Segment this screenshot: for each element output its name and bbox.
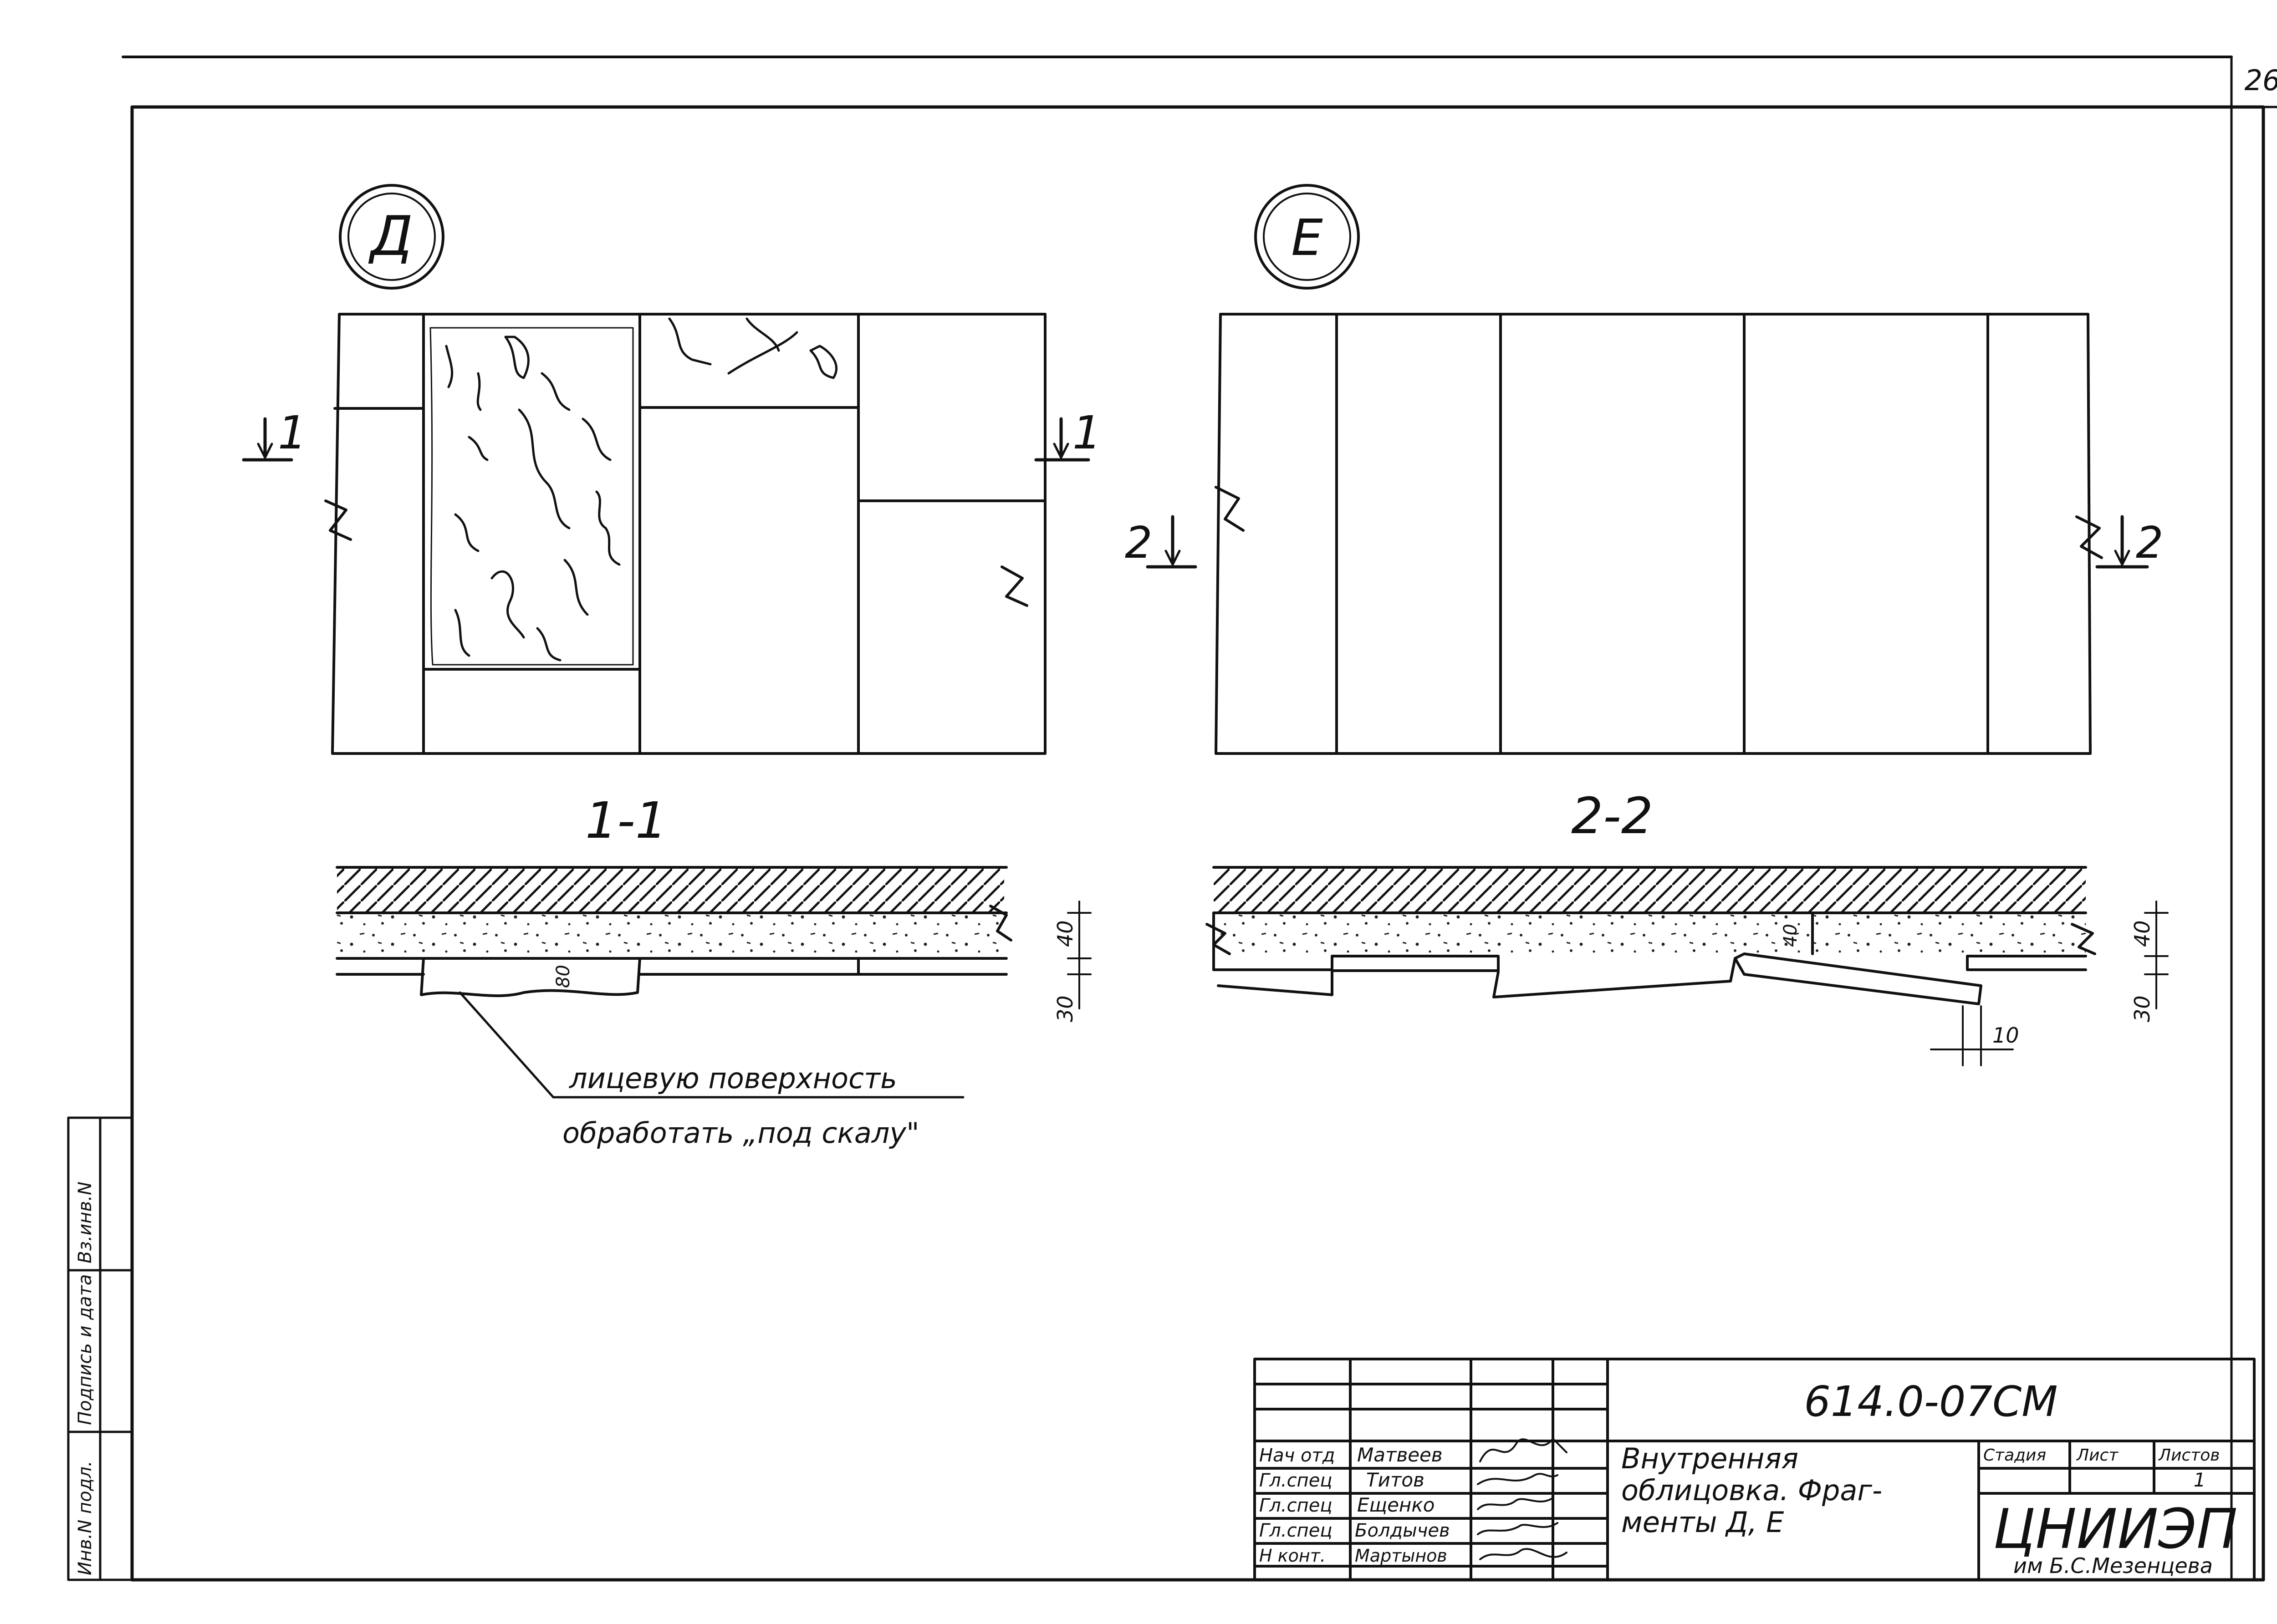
tb-name-1: Титов <box>1366 1469 1424 1491</box>
stamp-replaced: Вз.инв.N <box>75 1181 96 1263</box>
drawing-title-line3: менты Д, Е <box>1621 1506 1784 1539</box>
section-2-label-right: 2 <box>2136 518 2163 568</box>
tb-sheet-header: Лист <box>2076 1446 2119 1465</box>
fragment-e-marker <box>1254 184 1360 290</box>
fragment-d-elevation <box>324 313 1047 755</box>
fragment-d-marker <box>339 184 444 290</box>
organization: ЦНИИЭП <box>1993 1498 2238 1561</box>
tb-stage-header: Стадия <box>1983 1446 2046 1465</box>
side-stamp <box>67 1116 133 1581</box>
dim-10-label: 10 <box>1992 1023 2019 1048</box>
sheet-frame <box>122 56 2277 1582</box>
note-line2: обработать „под скалу" <box>562 1116 919 1150</box>
fragment-e-marker-letter: Е <box>1291 209 1323 267</box>
rough-stone-texture <box>429 317 837 666</box>
title-block <box>1253 1358 2256 1581</box>
section-1-label-right: 1 <box>1072 406 1102 459</box>
section-2-label-left: 2 <box>1125 518 1152 568</box>
sheet-number: 26 <box>2245 64 2277 97</box>
designation: 614.0-07СМ <box>1804 1377 2057 1426</box>
section-mark-1-left <box>242 417 293 462</box>
dim-40-label-2: 40 <box>2130 920 2154 947</box>
dim-40-label-inner: 40 <box>1780 924 1801 947</box>
tb-name-0: Матвеев <box>1357 1444 1443 1466</box>
fragment-e-elevation <box>1215 313 2103 755</box>
dimension-chain-2-2 <box>1930 901 2169 1066</box>
tb-name-4: Мартынов <box>1355 1546 1447 1566</box>
section-mark-1-right <box>1034 417 1090 462</box>
tb-role-1: Гл.спец <box>1259 1470 1333 1491</box>
drawing-title-line2: облицовка. Фраг- <box>1621 1474 1882 1507</box>
section-mark-2-left <box>1146 515 1197 569</box>
organization-sub: им Б.С.Мезенцева <box>2013 1553 2213 1578</box>
dim-30-label-2: 30 <box>2130 995 2154 1022</box>
section-1-1 <box>336 866 1012 998</box>
section-2-2-title: 2-2 <box>1571 787 1653 845</box>
tb-role-0: Нач отд <box>1259 1445 1335 1466</box>
tb-role-4: Н конт. <box>1259 1546 1326 1566</box>
stamp-inventory: Инв.N подл. <box>75 1461 96 1575</box>
dimension-chain-1-1 <box>1067 901 1092 1009</box>
tb-role-2: Гл.спец <box>1259 1495 1333 1516</box>
tb-name-3: Болдычев <box>1355 1520 1450 1541</box>
tb-role-3: Гл.спец <box>1259 1520 1333 1541</box>
tb-name-2: Ещенко <box>1357 1494 1435 1516</box>
note-line1: лицевую поверхность <box>569 1062 897 1095</box>
tb-sheets-header: Листов <box>2158 1446 2220 1465</box>
drawing-title-line1: Внутренняя <box>1621 1442 1798 1475</box>
tb-sheets-value: 1 <box>2194 1469 2206 1491</box>
fragment-d-marker-letter: Д <box>368 205 413 268</box>
stamp-signature-date: Подпись и дата <box>75 1274 96 1425</box>
section-1-label-left: 1 <box>278 406 307 459</box>
section-2-2 <box>1205 866 2096 1005</box>
section-mark-2-right <box>2095 515 2149 569</box>
dim-40-label-1: 40 <box>1053 920 1077 947</box>
signatures <box>1477 1438 1567 1560</box>
note-leader <box>459 991 965 1099</box>
section-1-1-title: 1-1 <box>585 791 667 850</box>
dim-80-label: 80 <box>553 965 574 988</box>
dim-30-label-1: 30 <box>1053 995 1077 1022</box>
